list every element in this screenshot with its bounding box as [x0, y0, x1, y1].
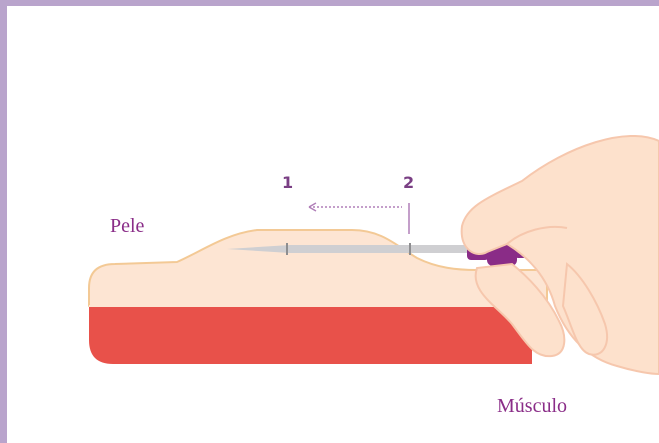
injection-diagram: 1 2 Pele Músculo: [7, 6, 659, 443]
muscle-label: Músculo: [497, 395, 567, 417]
position-2-label: 2: [403, 173, 414, 192]
skin-label: Pele: [110, 215, 145, 237]
position-1-label: 1: [282, 173, 293, 192]
arrow-left-icon: [309, 203, 402, 211]
muscle-layer: [89, 306, 532, 364]
diagram-canvas: 1 2 Pele Músculo: [7, 6, 659, 443]
